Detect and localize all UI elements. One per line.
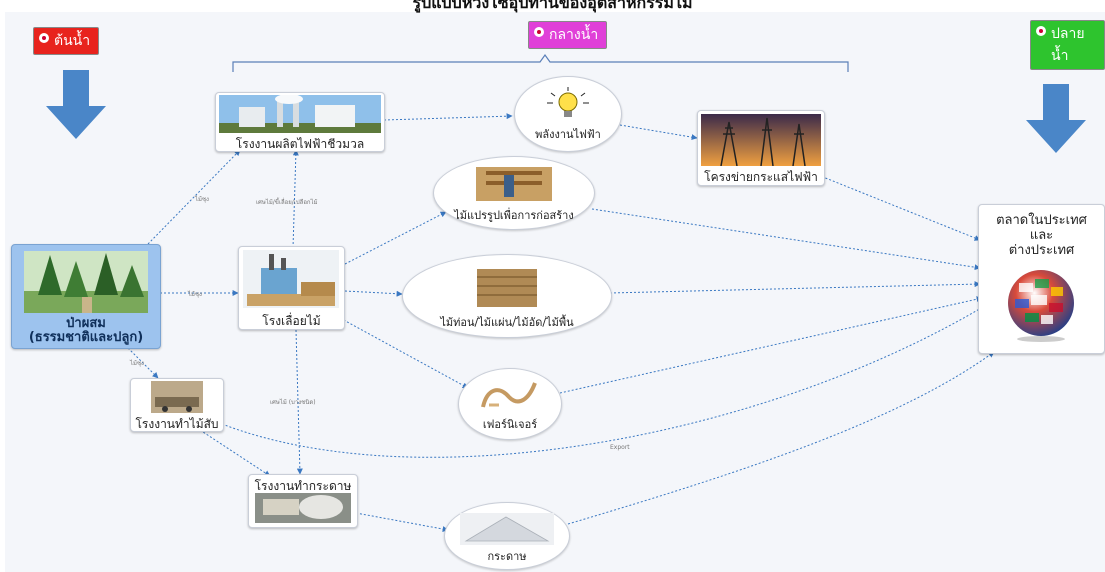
node-paper-label: กระดาษ [487, 550, 527, 563]
paper-image [460, 513, 554, 545]
edge-label-forest-biomass: ไม้ซุง [195, 196, 209, 203]
edge-sawmill-paper [295, 329, 303, 475]
edge-sawmill-furniture [339, 317, 469, 389]
light-bulb-icon [547, 87, 589, 117]
power-grid-image [701, 114, 821, 166]
node-power-label: พลังงานไฟฟ้า [535, 128, 601, 141]
stage-midstream: กลางน้ำ [528, 21, 608, 49]
chip-mill-image [151, 381, 203, 413]
node-paper-mill-label: โรงงานทำกระดาษ [254, 479, 352, 493]
node-forest-label: ป่าผสม (ธรรมชาติและปลูก) [28, 316, 144, 345]
node-market[interactable]: ตลาดในประเทศ และ ต่างประเทศ [978, 204, 1105, 354]
lumber-image [477, 269, 537, 307]
stage-downstream: ปลายน้ำ [1030, 20, 1105, 70]
downstream-down-arrow-icon [1026, 84, 1086, 153]
edge-label-forest-chip: ไม้ซุง [130, 360, 144, 367]
node-grid[interactable]: โครงข่ายกระแสไฟฟ้า [697, 110, 825, 186]
edge-label-sawmill-biomass: เศษไม้/ขี้เลื่อย/เปลือกไม้ [256, 199, 318, 206]
stage-upstream: ต้นน้ำ [33, 27, 100, 55]
midstream-bracket [232, 53, 849, 72]
node-construction-wood-label: ไม้แปรรูปเพื่อการก่อสร้าง [454, 209, 574, 222]
edge-furniture-market [559, 296, 983, 394]
stage-bullet-icon [39, 33, 49, 43]
node-grid-label: โครงข่ายกระแสไฟฟ้า [704, 170, 818, 184]
paper-mill-image [255, 493, 351, 523]
edge-lumber-market [609, 281, 981, 294]
node-furniture[interactable]: เฟอร์นิเจอร์ [458, 368, 562, 440]
node-paper[interactable]: กระดาษ [444, 502, 570, 570]
edge-label-export: Export [610, 444, 630, 451]
forest-image [24, 251, 148, 313]
edge-label-forest-sawmill: ไม้ซุง [188, 291, 202, 298]
edge-label-sawmill-paper: เศษไม้ (บางชนิด) [270, 399, 316, 406]
diagram-title: รูปแบบห่วงโซ่อุปทานของอุตสาหกรรมไม้ [412, 0, 693, 12]
node-lumber[interactable]: ไม้ท่อน/ไม้แผ่น/ไม้อัด/ไม้พื้น [402, 254, 612, 338]
edge-chip-market [221, 303, 989, 458]
upstream-down-arrow-icon [46, 70, 106, 139]
sawmill-image [243, 250, 339, 308]
node-sawmill-label: โรงเลื่อยไม้ [262, 314, 321, 328]
edge-sawmill-construction [344, 211, 447, 265]
edge-sawmill-lumber [344, 290, 403, 297]
node-chip-mill[interactable]: โรงงานทำไม้สับ [130, 378, 224, 432]
node-market-label: ตลาดในประเทศ และ ต่างประเทศ [996, 213, 1087, 258]
edge-chip-paper [199, 429, 271, 477]
node-paper-mill[interactable]: โรงงานทำกระดาษ [248, 474, 358, 528]
globe-flags-icon [1008, 270, 1074, 342]
node-forest[interactable]: ป่าผสม (ธรรมชาติและปลูก) [11, 244, 161, 349]
power-plant-image [219, 95, 381, 133]
node-biomass-plant[interactable]: โรงงานผลิตไฟฟ้าชีวมวล [215, 92, 385, 152]
edge-paper-market [567, 351, 995, 525]
stage-bullet-icon [1036, 26, 1046, 36]
edge-construction-market [591, 208, 981, 271]
node-furniture-label: เฟอร์นิเจอร์ [482, 418, 538, 431]
node-power[interactable]: พลังงานไฟฟ้า [514, 76, 622, 152]
edge-forest-chip [127, 347, 159, 379]
edge-sawmill-biomass [292, 149, 299, 249]
construction-wood-image [476, 167, 552, 201]
furniture-image [481, 382, 537, 408]
node-lumber-label: ไม้ท่อน/ไม้แผ่น/ไม้อัด/ไม้พื้น [440, 316, 574, 329]
node-construction-wood[interactable]: ไม้แปรรูปเพื่อการก่อสร้าง [433, 156, 595, 230]
edge-power-grid [619, 124, 698, 141]
stage-bullet-icon [534, 27, 544, 37]
edge-forest-biomass [147, 149, 241, 245]
edge-grid-market [817, 174, 981, 241]
edge-biomass-power [383, 113, 513, 121]
node-sawmill[interactable]: โรงเลื่อยไม้ [238, 246, 345, 330]
node-biomass-plant-label: โรงงานผลิตไฟฟ้าชีวมวล [235, 137, 365, 151]
node-chip-mill-label: โรงงานทำไม้สับ [135, 417, 219, 431]
edge-papermill-paper [355, 512, 449, 532]
